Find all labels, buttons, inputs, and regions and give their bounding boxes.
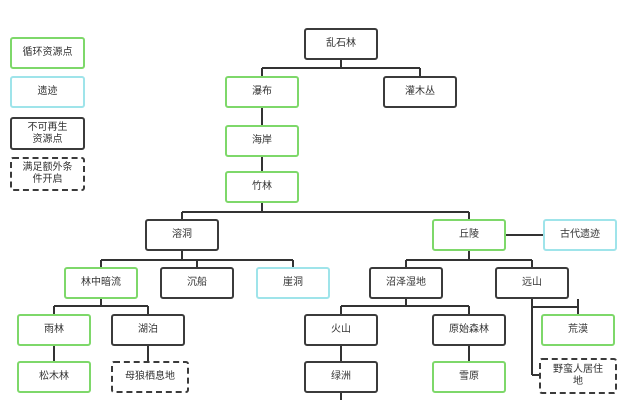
legend-nonrenewable-label: 不可再生 资源点 [27,121,68,145]
node-label: 原始森林 [449,324,489,335]
node-label: 荒漠 [568,324,588,335]
node-savages[interactable]: 野蛮人居住 地 [539,358,617,394]
node-label: 火山 [331,324,351,335]
node-label: 母狼栖息地 [125,371,175,382]
node-label: 沉船 [187,277,207,288]
node-label: 松木林 [39,371,69,382]
node-label: 瀑布 [252,86,272,97]
node-label: 乱石林 [326,38,356,49]
node-desert[interactable]: 荒漠 [541,314,615,346]
node-label: 雪原 [459,371,479,382]
node-farmountain[interactable]: 远山 [495,267,569,299]
node-label: 竹林 [252,181,272,192]
node-label: 崖洞 [283,277,303,288]
node-cave[interactable]: 溶洞 [145,219,219,251]
node-label: 丘陵 [459,229,479,240]
node-oasis[interactable]: 绿洲 [304,361,378,393]
node-coast[interactable]: 海岸 [225,125,299,157]
node-label: 林中暗流 [81,277,121,288]
node-waterfall[interactable]: 瀑布 [225,76,299,108]
node-label: 沼泽湿地 [386,277,426,288]
node-label: 远山 [522,277,542,288]
node-primeval[interactable]: 原始森林 [432,314,506,346]
node-wolfden[interactable]: 母狼栖息地 [111,361,189,393]
node-shrub[interactable]: 灌木丛 [383,76,457,108]
node-hills[interactable]: 丘陵 [432,219,506,251]
node-label: 海岸 [252,135,272,146]
node-label: 灌木丛 [405,86,435,97]
legend-nonrenewable: 不可再生 资源点 [10,117,85,150]
legend-ruins-label: 遗迹 [37,86,58,97]
node-swamp[interactable]: 沼泽湿地 [369,267,443,299]
node-ancientruins[interactable]: 古代遗迹 [543,219,617,251]
node-rainforest[interactable]: 雨林 [17,314,91,346]
node-label: 绿洲 [331,371,351,382]
legend-conditional-label: 满足额外条 件开启 [22,162,73,185]
node-darkstream[interactable]: 林中暗流 [64,267,138,299]
node-snowfield[interactable]: 雪原 [432,361,506,393]
legend-recycle: 循环资源点 [10,37,85,69]
legend-recycle-label: 循环资源点 [22,47,73,58]
node-label: 野蛮人居住 地 [553,364,603,387]
legend-ruins: 遗迹 [10,76,85,108]
node-cliffcave[interactable]: 崖洞 [256,267,330,299]
node-pine[interactable]: 松木林 [17,361,91,393]
node-volcano[interactable]: 火山 [304,314,378,346]
node-label: 雨林 [44,324,64,335]
node-lake[interactable]: 湖泊 [111,314,185,346]
node-label: 湖泊 [138,324,158,335]
node-shipwreck[interactable]: 沉船 [160,267,234,299]
node-bamboo[interactable]: 竹林 [225,171,299,203]
node-label: 溶洞 [172,229,192,240]
node-rockforest[interactable]: 乱石林 [304,28,378,60]
node-label: 古代遗迹 [560,229,600,240]
legend-conditional: 满足额外条 件开启 [10,157,85,191]
